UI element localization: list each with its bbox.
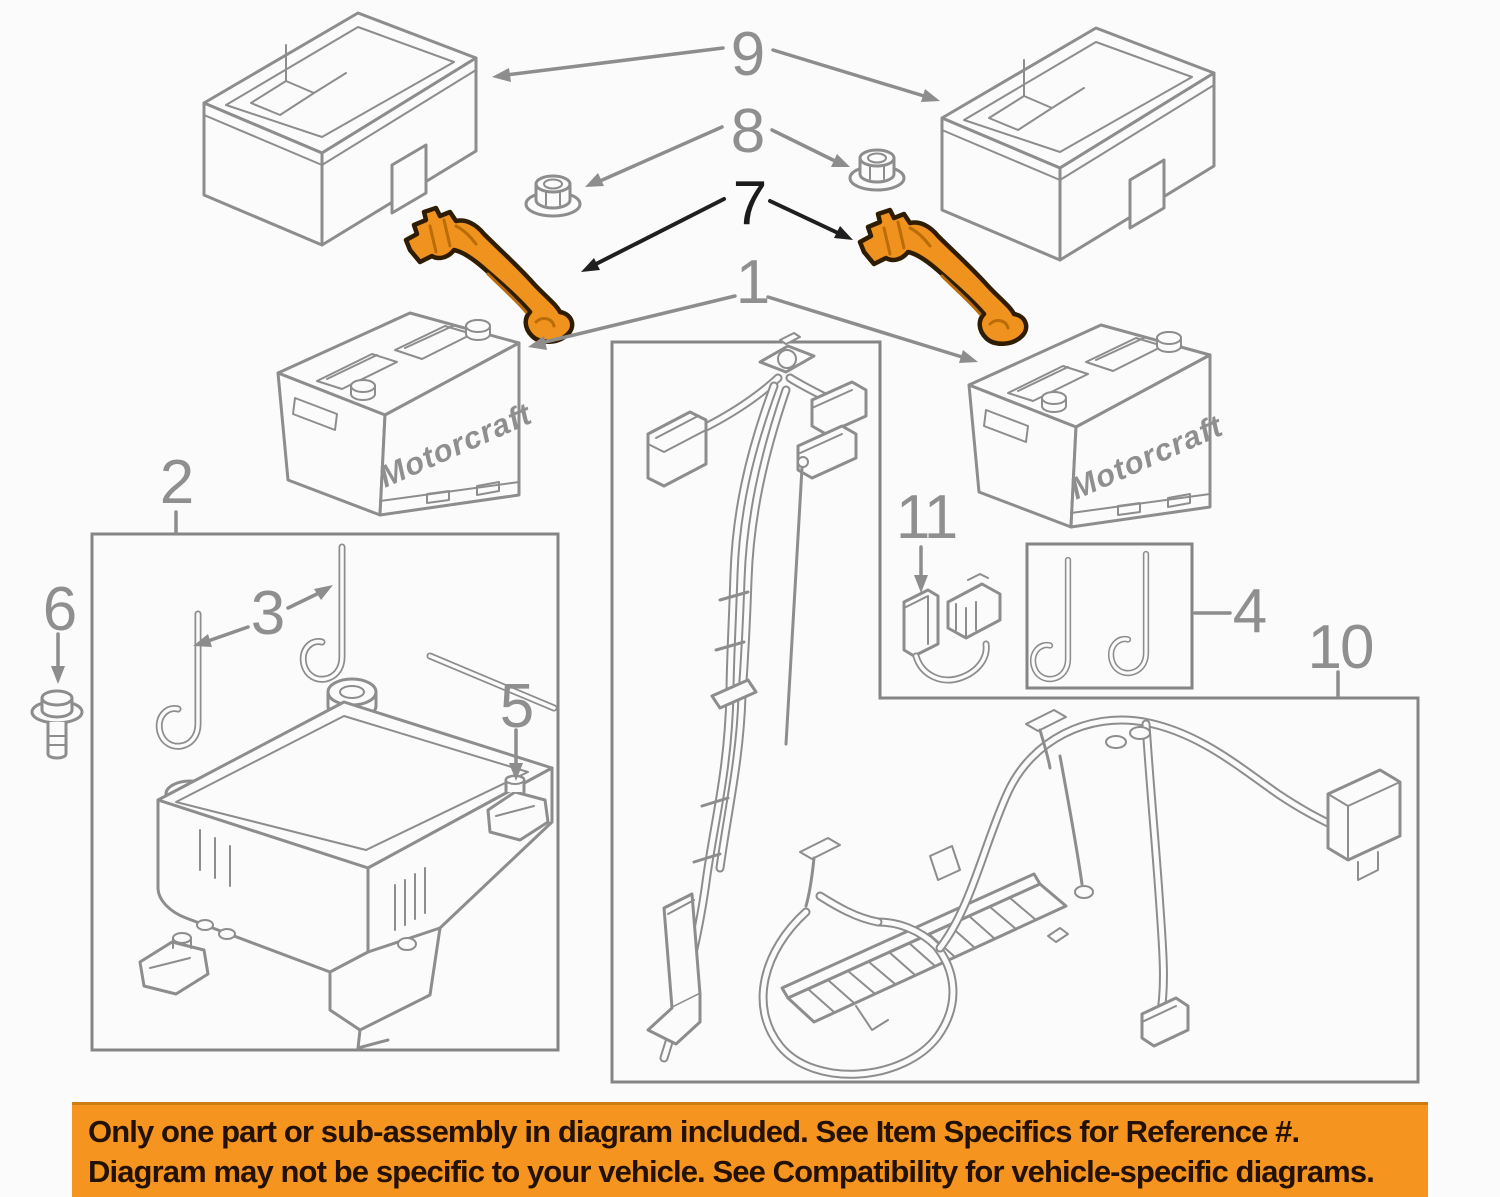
battery-cable-assembly — [646, 332, 868, 1063]
hold-down-bolt-box — [1025, 542, 1194, 690]
callout-10: 10 — [1307, 613, 1375, 682]
callout-11: 11 — [895, 483, 958, 552]
leader-lines — [51, 46, 1340, 781]
callout-3: 3 — [250, 579, 286, 648]
hold-down-j-hook-right — [1111, 554, 1146, 673]
nut-right — [848, 148, 906, 192]
battery-tray-box — [90, 532, 560, 1052]
diagram-artwork: Motorcraft Motorcraft — [30, 11, 1420, 1084]
battery-sensor — [902, 573, 1002, 684]
callout-7-highlighted: 7 — [732, 169, 768, 238]
callout-5: 5 — [499, 672, 535, 741]
battery-right: Motorcraft — [967, 323, 1229, 529]
cable-harness-box — [610, 340, 1420, 1084]
callout-9: 9 — [730, 20, 766, 89]
battery-tray — [138, 652, 558, 1050]
wiring-harness — [758, 709, 1402, 1079]
callout-2: 2 — [159, 448, 195, 517]
callout-4: 4 — [1232, 577, 1268, 646]
hold-down-j-hook-left — [1033, 560, 1068, 679]
j-bolt-left — [159, 614, 198, 746]
callout-8: 8 — [730, 97, 766, 166]
callout-6: 6 — [42, 575, 78, 644]
flange-bolt — [30, 689, 84, 760]
disclaimer-line-2: Diagram may not be specific to your vehi… — [88, 1154, 1375, 1189]
j-bolt-right — [303, 547, 342, 679]
battery-cover-right — [940, 26, 1216, 262]
disclaimer-banner: Only one part or sub-assembly in diagram… — [72, 1102, 1428, 1197]
battery-left: Motorcraft — [276, 311, 538, 517]
disclaimer-line-1: Only one part or sub-assembly in diagram… — [88, 1114, 1300, 1149]
nut-left — [524, 174, 582, 218]
callout-1: 1 — [735, 248, 771, 317]
